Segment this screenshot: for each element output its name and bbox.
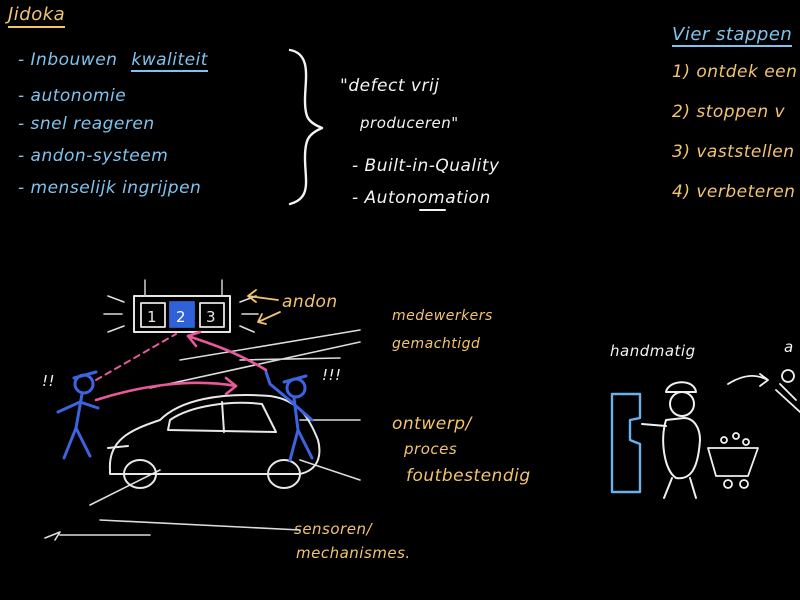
curly-brace — [290, 50, 322, 204]
right-robot-partial — [776, 370, 800, 412]
right-arrow — [728, 374, 768, 386]
pink-dashed-line — [96, 334, 176, 380]
andon-box-2: 2 — [176, 308, 186, 326]
andon-arrow-1 — [248, 290, 278, 302]
andon-box-1: 1 — [147, 308, 157, 326]
worker-left — [58, 372, 98, 458]
machine-sketch — [612, 394, 640, 492]
road-lines — [45, 330, 360, 540]
andon-arrow-2 — [258, 312, 280, 324]
cart-sketch — [708, 433, 758, 488]
andon-box-3: 3 — [206, 308, 216, 326]
car-sketch — [108, 395, 319, 488]
worker-sketch — [642, 382, 700, 498]
